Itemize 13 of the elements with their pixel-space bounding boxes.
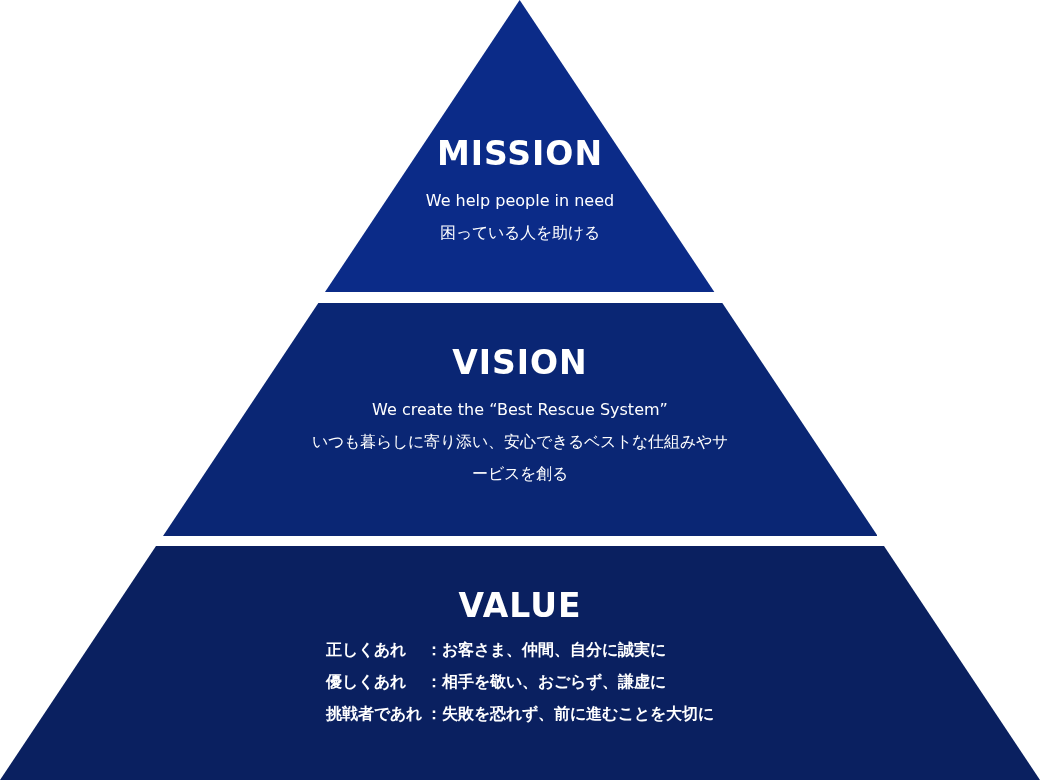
value-name: 挑戦者であれ xyxy=(326,703,422,725)
value-name: 正しくあれ xyxy=(326,639,407,661)
tier-heading: MISSION xyxy=(436,134,604,173)
value-description: ：相手を敬い、おごらず、謙虚に xyxy=(426,671,667,693)
tier-text: 困っている人を助ける xyxy=(440,222,600,244)
tier-heading: VISION xyxy=(452,343,588,382)
value-name: 優しくあれ xyxy=(326,671,407,693)
tier-heading: VALUE xyxy=(458,586,582,625)
value-description: ：失敗を恐れず、前に進むことを大切に xyxy=(426,703,714,725)
tier-text: いつも暮らしに寄り添い、安心できるベストな仕組みやサービスを創る xyxy=(311,431,729,485)
tier-text: We help people in need xyxy=(425,190,615,212)
tier-text: We create the “Best Rescue System” xyxy=(371,399,669,421)
value-description: ：お客さま、仲間、自分に誠実に xyxy=(426,639,667,661)
